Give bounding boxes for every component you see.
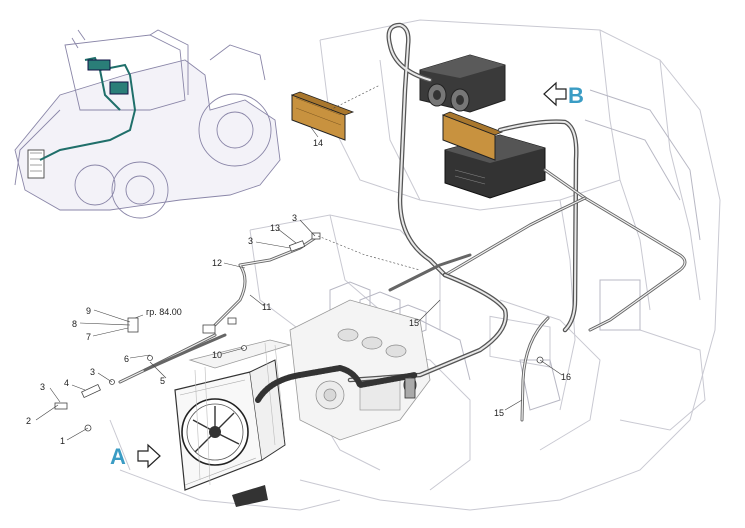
callout-1: 1 [60, 436, 65, 446]
callout-6: 6 [124, 354, 129, 364]
callout-4: 4 [64, 378, 69, 388]
callout-9: 9 [86, 306, 91, 316]
view-marker-b: B [543, 81, 584, 108]
callout-3: 3 [90, 367, 95, 377]
cabin-filter-upper [441, 111, 504, 161]
engine-block [289, 299, 431, 441]
view-marker-a: A [110, 443, 161, 469]
arrow-left-icon [543, 81, 567, 107]
cabin-filter-14 [290, 91, 355, 141]
radiator-fan [174, 339, 292, 507]
marker-a-label: A [110, 444, 126, 469]
callout-11: 11 [262, 302, 271, 312]
callout-3: 3 [40, 382, 45, 392]
callout-7: 7 [86, 332, 91, 342]
fittings [54, 232, 544, 432]
callout-10: 10 [212, 350, 222, 360]
callout-13: 13 [270, 223, 280, 233]
callout-2: 2 [26, 416, 31, 426]
marker-b-label: B [568, 83, 584, 108]
callout-5: 5 [160, 376, 165, 386]
leader-lines [35, 84, 563, 441]
callout-14: 14 [313, 138, 323, 148]
hvac-hoses [118, 22, 687, 422]
hvac-unit-upper [419, 54, 506, 113]
callout-8: 8 [72, 319, 77, 329]
callout-12: 12 [212, 258, 222, 268]
callout-labels: 1 2 3 4 3 5 6 7 8 9 гр. 84.00 10 11 12 1… [26, 138, 571, 446]
reference-label: гр. 84.00 [146, 307, 182, 317]
callout-15: 15 [409, 318, 419, 328]
callout-3: 3 [292, 213, 297, 223]
arrow-right-icon [137, 443, 161, 469]
callout-16: 16 [561, 372, 571, 382]
tractor-inset [14, 29, 281, 219]
callout-3: 3 [248, 236, 253, 246]
callout-15: 15 [494, 408, 504, 418]
